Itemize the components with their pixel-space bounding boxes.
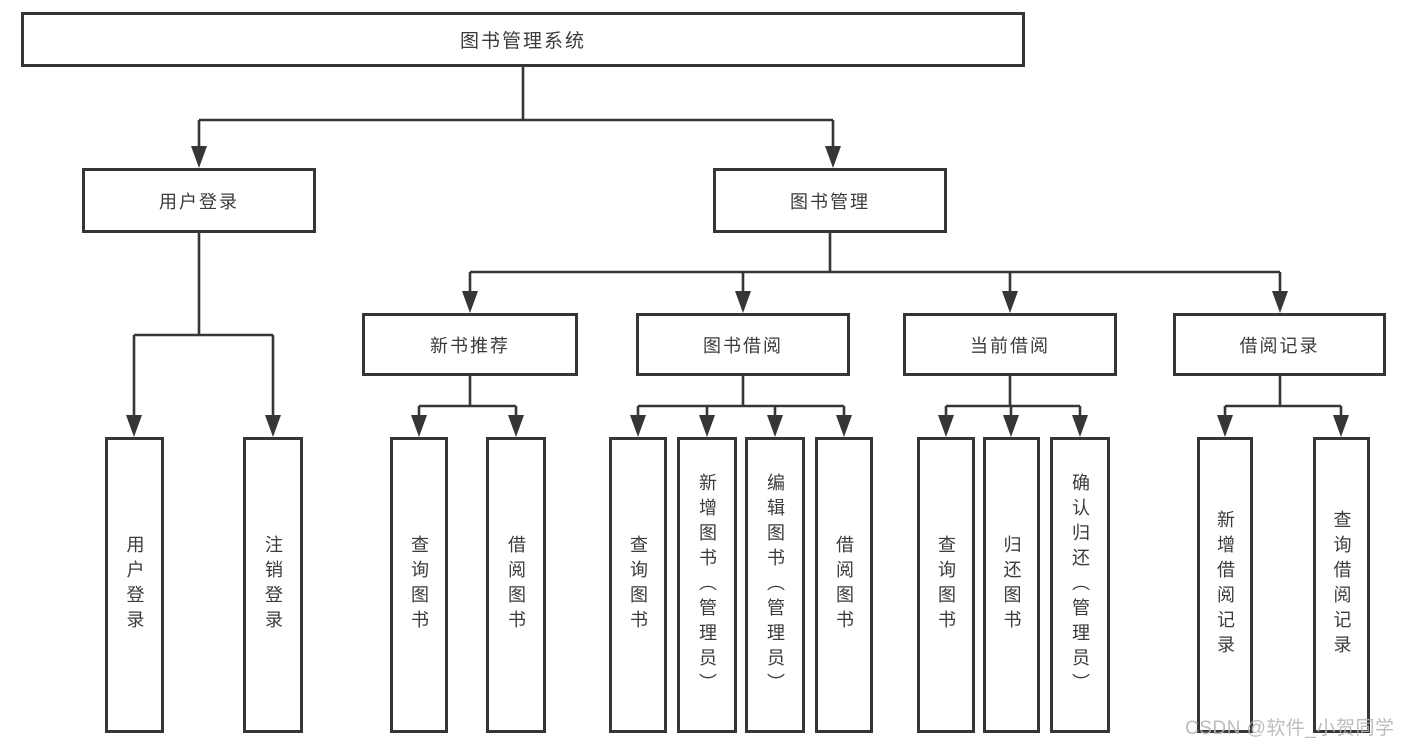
arrowheads (126, 146, 1349, 437)
node-user-login: 用户登录 (82, 168, 316, 233)
node-root-label: 图书管理系统 (459, 31, 586, 52)
node-new-book-recommend: 新书推荐 (362, 313, 578, 376)
node-book-borrow-label: 图书借阅 (703, 335, 783, 356)
node-current-borrow-label: 当前借阅 (970, 335, 1050, 356)
leaf-query-books-recommend-label: 查询图书 (409, 535, 429, 635)
leaf-query-books-current: 查询图书 (917, 437, 975, 733)
leaf-user-login-label: 用户登录 (124, 535, 145, 635)
node-borrow-records: 借阅记录 (1173, 313, 1386, 376)
leaf-edit-book-admin-label: 编辑图书（管理员） (765, 472, 785, 698)
leaf-confirm-return-admin: 确认归还（管理员） (1050, 437, 1110, 733)
node-new-book-recommend-label: 新书推荐 (430, 335, 510, 356)
leaf-logout-login-label: 注销登录 (263, 535, 283, 635)
csdn-watermark: CSDN @软件_小贺同学 (1185, 718, 1395, 739)
leaf-borrow-books-2: 借阅图书 (815, 437, 873, 733)
leaf-query-books-current-label: 查询图书 (936, 535, 956, 635)
leaf-query-borrow-record: 查询借阅记录 (1313, 437, 1370, 733)
leaf-borrow-books-recommend: 借阅图书 (486, 437, 546, 733)
leaf-return-books-label: 归还图书 (1001, 535, 1022, 635)
node-root: 图书管理系统 (21, 12, 1025, 67)
node-book-management: 图书管理 (713, 168, 947, 233)
node-borrow-records-label: 借阅记录 (1239, 335, 1320, 356)
node-book-management-label: 图书管理 (790, 191, 870, 212)
leaf-return-books: 归还图书 (983, 437, 1040, 733)
leaf-borrow-books-recommend-label: 借阅图书 (506, 535, 526, 635)
node-current-borrow: 当前借阅 (903, 313, 1117, 376)
leaf-query-books-recommend: 查询图书 (390, 437, 448, 733)
leaf-add-borrow-record: 新增借阅记录 (1197, 437, 1253, 733)
leaf-add-borrow-record-label: 新增借阅记录 (1215, 510, 1235, 660)
leaf-query-borrow-record-label: 查询借阅记录 (1331, 510, 1352, 660)
leaf-confirm-return-admin-label: 确认归还（管理员） (1070, 472, 1090, 698)
leaf-user-login: 用户登录 (105, 437, 164, 733)
leaf-logout-login: 注销登录 (243, 437, 303, 733)
leaf-add-book-admin-label: 新增图书（管理员） (697, 472, 717, 698)
leaf-query-books-borrow: 查询图书 (609, 437, 667, 733)
node-user-login-label: 用户登录 (159, 191, 239, 212)
leaf-add-book-admin: 新增图书（管理员） (677, 437, 737, 733)
leaf-query-books-borrow-label: 查询图书 (628, 535, 648, 635)
node-book-borrow: 图书借阅 (636, 313, 850, 376)
leaf-borrow-books-2-label: 借阅图书 (834, 535, 854, 635)
leaf-edit-book-admin: 编辑图书（管理员） (745, 437, 805, 733)
